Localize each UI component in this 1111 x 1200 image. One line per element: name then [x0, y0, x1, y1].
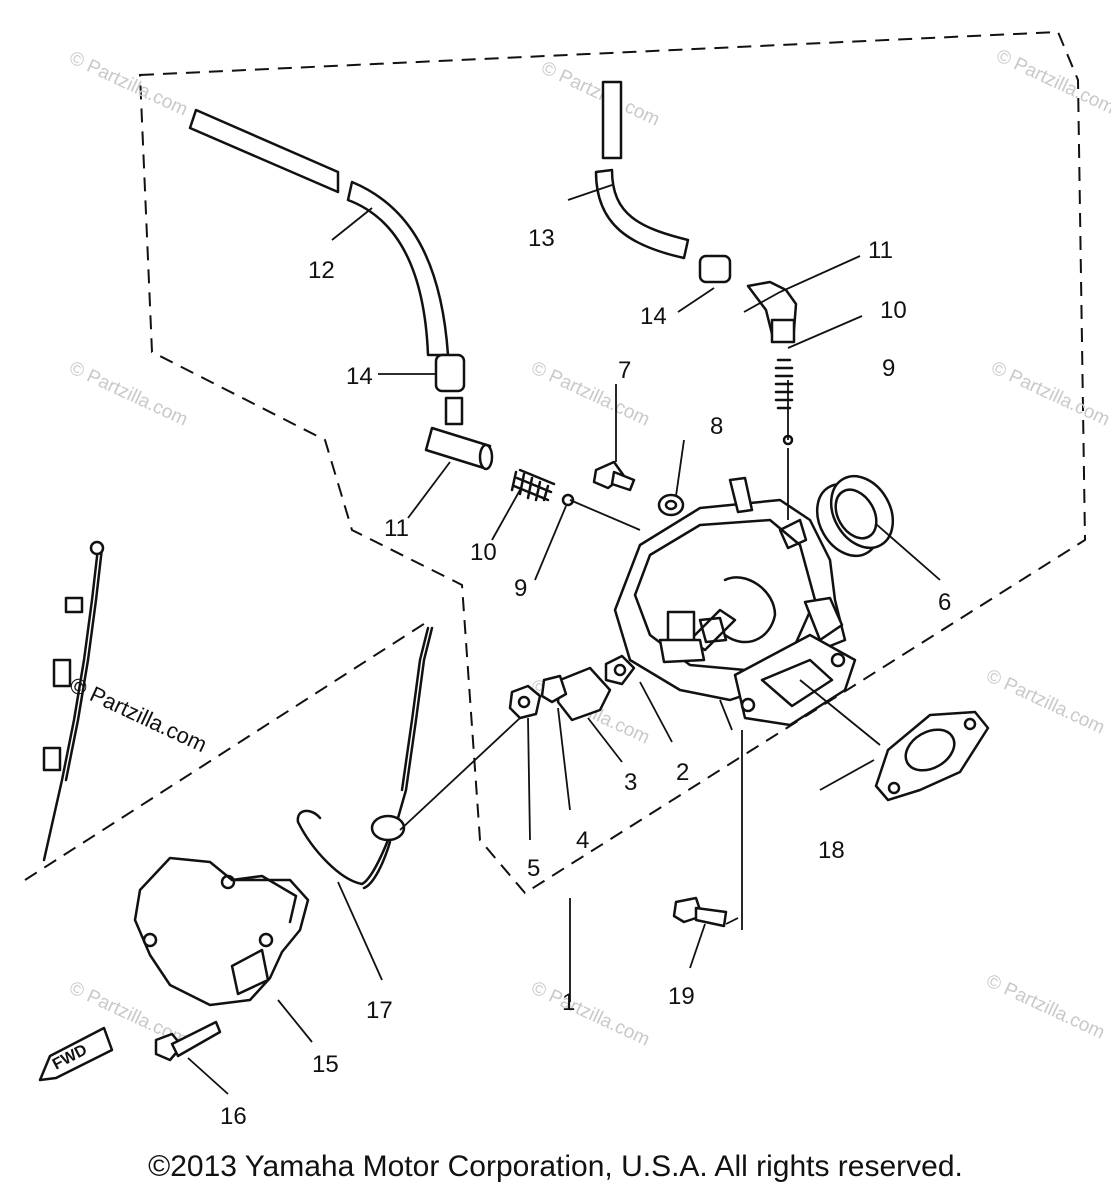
callout-18: 18 [818, 837, 845, 864]
watermark: © Partzilla.com [983, 665, 1108, 738]
callout-9: 9 [514, 575, 527, 602]
pump-body-1 [613, 476, 857, 727]
callout-19: 19 [668, 983, 695, 1010]
callout-4: 4 [576, 827, 589, 854]
cable-17 [296, 626, 434, 890]
callout-6: 6 [938, 589, 951, 616]
elbow-11-left [424, 396, 494, 471]
watermark: © Partzilla.com [66, 47, 191, 120]
spring-10-left [510, 468, 556, 502]
callout-10: 10 [880, 297, 907, 324]
callout-5: 5 [527, 855, 540, 882]
callout-17: 17 [366, 997, 393, 1024]
watermark: © Partzilla.com [988, 357, 1111, 430]
callout-16: 16 [220, 1103, 247, 1130]
callout-10: 10 [470, 539, 497, 566]
washer-2 [604, 654, 636, 686]
watermark: © Partzilla.com [528, 977, 653, 1050]
callout-14: 14 [346, 363, 373, 390]
parts-diagram: © Partzilla.com © Partzilla.com © Partzi… [24, 30, 1111, 1130]
spring-10-right [774, 358, 794, 410]
seal-6 [815, 474, 895, 558]
watermark: © Partzilla.com [528, 357, 653, 430]
bolt-16 [154, 1020, 222, 1062]
callout-11: 11 [384, 515, 409, 542]
watermark: © Partzilla.com [538, 57, 663, 130]
bolt-19 [672, 896, 728, 928]
watermark: © Partzilla.com [983, 970, 1108, 1043]
callout-3: 3 [624, 769, 637, 796]
callout-11: 11 [868, 237, 893, 264]
callout-15: 15 [312, 1051, 339, 1078]
callout-12: 12 [308, 257, 335, 284]
hose-13 [594, 80, 690, 260]
callout-14: 14 [640, 303, 667, 330]
nut-4 [540, 674, 568, 704]
callout-13: 13 [528, 225, 555, 252]
assembly-boundary [138, 30, 1087, 895]
washer-8 [657, 493, 685, 517]
callout-8: 8 [710, 413, 723, 440]
gasket-18 [874, 710, 990, 802]
callout-1: 1 [562, 989, 575, 1016]
watermark: © Partzilla.com [66, 672, 211, 757]
watermark: © Partzilla.com [66, 357, 191, 430]
watermark: © Partzilla.com [993, 45, 1111, 118]
callout-2: 2 [676, 759, 689, 786]
left-cable [42, 540, 105, 862]
cover-15 [133, 856, 310, 1007]
callout-9: 9 [882, 355, 895, 382]
elbow-11-right [746, 280, 798, 344]
fwd-arrow [38, 1026, 114, 1082]
ball-9-left [561, 493, 575, 507]
cable-boundary [24, 619, 431, 881]
hose-12 [188, 108, 450, 357]
bolt-7 [592, 460, 636, 492]
callouts: 12 13 11 14 10 9 14 7 8 11 10 9 6 2 3 4 … [220, 225, 951, 1130]
leader-lines [187, 184, 941, 1095]
nut-5 [508, 684, 542, 720]
plate-3 [556, 666, 612, 722]
callout-7: 7 [618, 357, 631, 384]
copyright-notice: ©2013 Yamaha Motor Corporation, U.S.A. A… [148, 1150, 963, 1183]
joint-14-right [698, 254, 732, 284]
joint-14-left [434, 353, 466, 393]
